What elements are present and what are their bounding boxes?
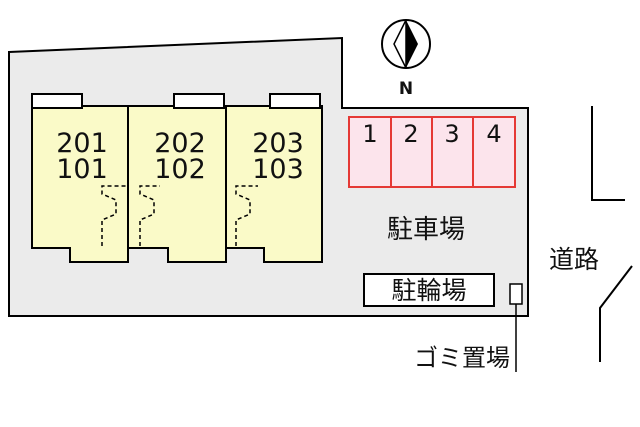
building-outline: [31, 105, 323, 263]
compass-letter: N: [399, 79, 413, 99]
garbage-label: ゴミ置場: [414, 344, 510, 372]
balcony: [269, 93, 321, 109]
stair-dashed: [101, 185, 126, 246]
parking-space-number: 3: [444, 120, 459, 148]
parking-space: [472, 116, 516, 188]
road-label: 道路: [549, 245, 599, 274]
road-edge: [599, 265, 633, 362]
parking-label: 駐車場: [387, 215, 465, 245]
parking-space: [348, 116, 392, 188]
stair-dashed: [235, 185, 258, 246]
parking-space-number: 1: [362, 120, 377, 148]
balcony: [173, 93, 225, 109]
parking-space-number: 2: [403, 120, 418, 148]
unit-number-upper: 201: [56, 128, 108, 159]
stair-dashed: [139, 185, 160, 246]
unit-number-upper: 202: [154, 128, 206, 159]
bicycle-parking-label: 駐輪場: [391, 276, 466, 305]
parking-space: [431, 116, 474, 188]
compass-needle: [406, 20, 418, 68]
building: 201 101 202 102 203 103: [31, 93, 323, 263]
unit-number-upper: 203: [252, 128, 304, 159]
unit-number-lower: 103: [252, 154, 304, 185]
unit-number-lower: 101: [56, 154, 108, 185]
garbage-bin: [509, 283, 523, 305]
compass-north-icon: N: [381, 19, 431, 99]
bicycle-parking-box: [363, 273, 495, 307]
parking-spaces: 1 2 3 4: [348, 116, 516, 188]
parking-space-number: 4: [486, 120, 501, 148]
unit-number-lower: 102: [154, 154, 206, 185]
balcony: [31, 93, 83, 109]
road-edge: [591, 106, 625, 201]
